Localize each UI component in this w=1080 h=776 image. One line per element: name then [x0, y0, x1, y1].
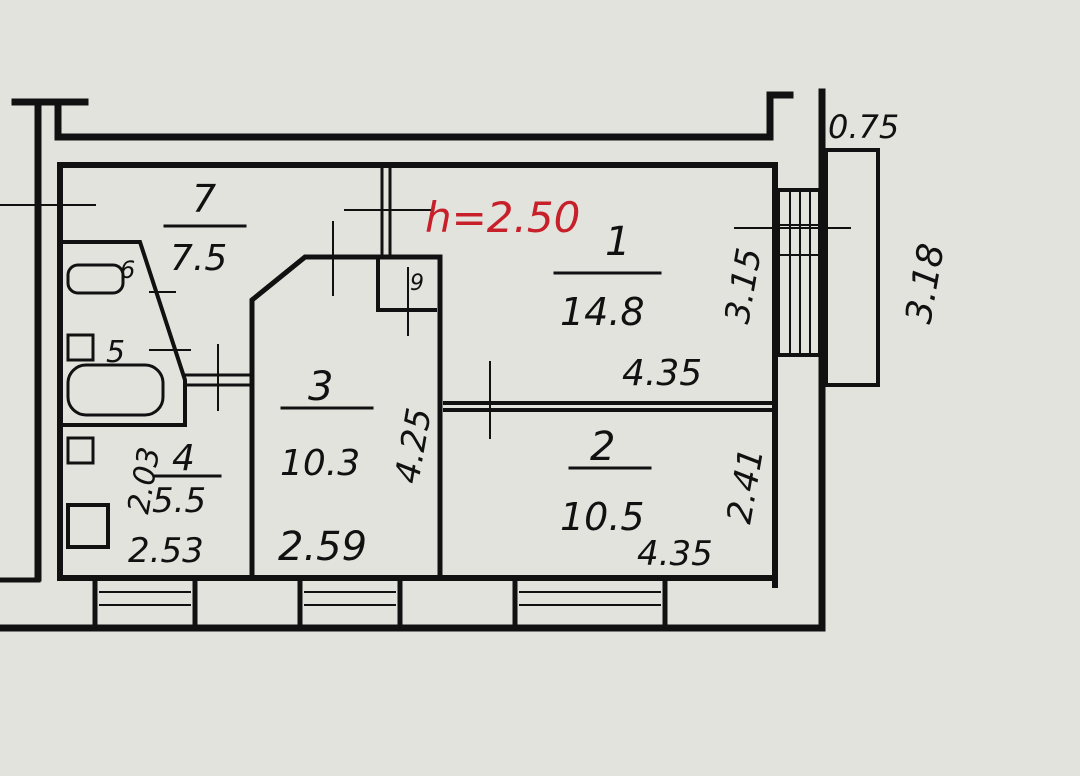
room-2-area: 10.5 [560, 495, 645, 539]
balcony [734, 148, 880, 387]
room-1-number: 1 [605, 219, 630, 265]
room-4-number: 4 [172, 438, 195, 479]
dimension-ticks [0, 204, 662, 478]
room-2-depth: 2.41 [719, 445, 772, 526]
balcony-length: 3.18 [898, 241, 952, 327]
windows [92, 577, 668, 628]
closet-number: 9 [410, 271, 424, 296]
room-4-width: 2.53 [128, 531, 204, 571]
room-3-depth: 4.25 [387, 405, 440, 486]
room-3-area: 10.3 [280, 443, 360, 484]
room-1-area: 14.8 [560, 290, 645, 334]
room-7-number: 7 [192, 177, 216, 221]
room-7-area: 7.5 [170, 238, 227, 279]
room-1-depth: 3.15 [717, 245, 770, 326]
balcony-width: 0.75 [828, 108, 899, 146]
room-2-number: 2 [590, 424, 615, 470]
bath-number: 5 [106, 335, 125, 370]
room-3-number: 3 [308, 364, 333, 410]
ceiling-height-label: h=2.50 [425, 193, 580, 242]
room-1-width: 4.35 [622, 353, 702, 394]
fixtures [66, 263, 165, 549]
toilet-number: 6 [120, 256, 135, 284]
room-4-area: 5.5 [152, 481, 206, 521]
room-2-width: 4.35 [637, 534, 713, 574]
room-3-width: 2.59 [278, 524, 367, 570]
